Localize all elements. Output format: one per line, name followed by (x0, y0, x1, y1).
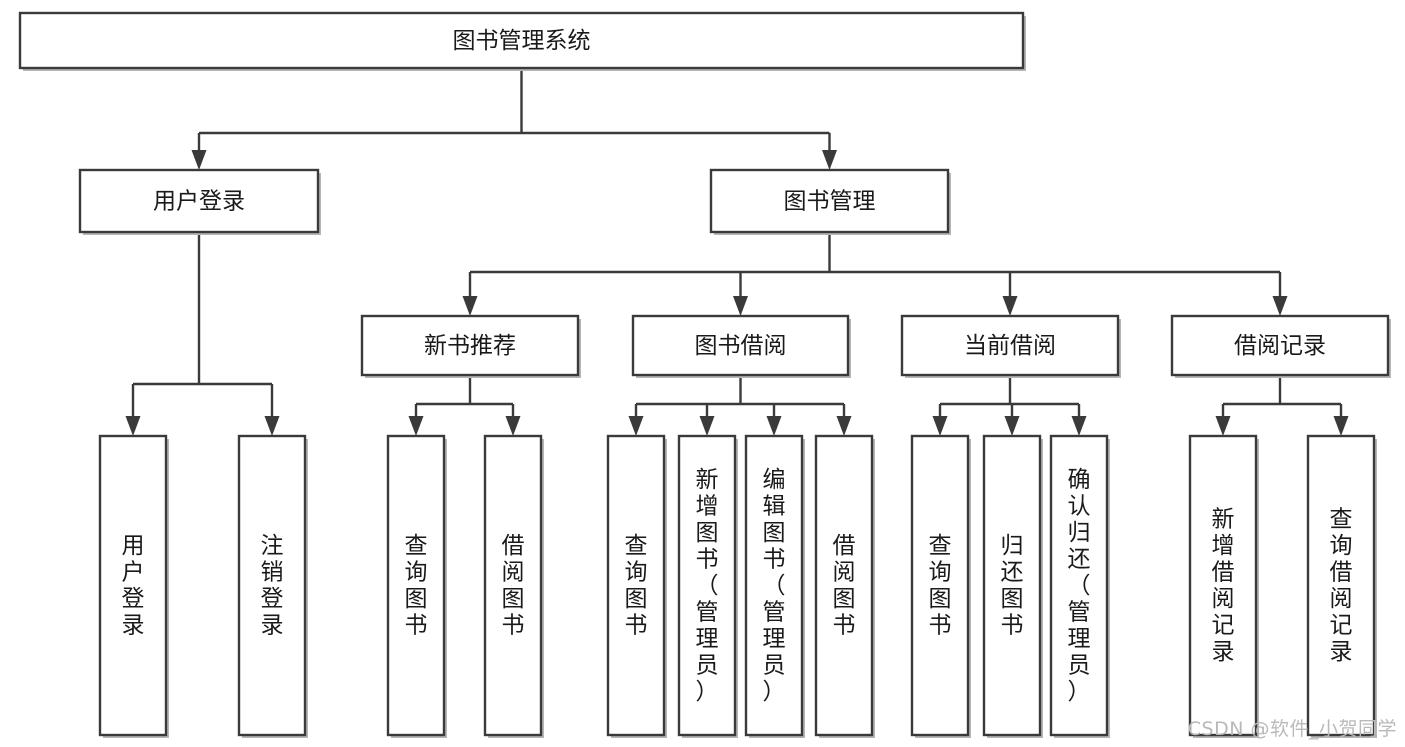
node-label: 新书推荐 (424, 333, 516, 359)
node-box (237, 434, 307, 737)
node-box (709, 168, 950, 234)
node-leaf-13[interactable]: 查询借阅记录 (1306, 434, 1377, 738)
node-leaf-9[interactable]: 查询图书 (910, 434, 971, 738)
node-label: 新增借阅记录 (1212, 507, 1235, 666)
node-box (98, 434, 168, 737)
node-box (1049, 434, 1109, 737)
node-label: 图书管理 (784, 189, 876, 215)
node-label: 查询图书 (929, 533, 952, 639)
node-box (1188, 434, 1258, 737)
node-box (360, 314, 580, 377)
node-label: 图书管理系统 (453, 28, 591, 54)
node-label: 图书借阅 (695, 333, 787, 359)
node-label: 用户登录 (153, 189, 245, 215)
node-box (900, 314, 1120, 377)
node-leaf-3[interactable]: 查询图书 (386, 434, 447, 738)
node-layer: 图书管理系统用户登录图书管理新书推荐图书借阅当前借阅借阅记录用户登录注销登录查询… (18, 11, 1391, 738)
node-leaf-4[interactable]: 借阅图书 (483, 434, 544, 738)
node-label: 归还图书 (1001, 533, 1024, 639)
connector-root (191, 68, 837, 170)
node-box (1170, 314, 1390, 377)
node-leaf-8[interactable]: 借阅图书 (814, 434, 875, 738)
node-label: 当前借阅 (964, 333, 1056, 359)
node-box (78, 168, 320, 234)
node-box (483, 434, 543, 737)
node-bookmgmt[interactable]: 图书管理 (709, 168, 951, 235)
connector-layer (125, 68, 1349, 436)
node-leaf-2[interactable]: 注销登录 (237, 434, 308, 738)
node-label: 借阅图书 (502, 533, 525, 639)
node-label: 借阅图书 (833, 533, 856, 639)
node-root[interactable]: 图书管理系统 (18, 11, 1026, 71)
node-box (631, 314, 850, 377)
connector-newbook (408, 375, 521, 436)
node-label: 编辑图书（管理员） (763, 467, 786, 705)
connector-current (932, 375, 1087, 436)
connector-login (125, 232, 280, 436)
node-login[interactable]: 用户登录 (78, 168, 321, 235)
node-box (744, 434, 804, 737)
node-box (1306, 434, 1376, 737)
node-label: 确认归还（管理员） (1068, 467, 1091, 705)
node-label: 新增图书（管理员） (696, 467, 719, 705)
node-box (677, 434, 737, 737)
node-leaf-11[interactable]: 确认归还（管理员） (1049, 434, 1110, 738)
node-box (910, 434, 970, 737)
node-current[interactable]: 当前借阅 (900, 314, 1121, 378)
node-box (18, 11, 1025, 70)
node-leaf-6[interactable]: 新增图书（管理员） (677, 434, 738, 738)
node-leaf-5[interactable]: 查询图书 (606, 434, 667, 738)
node-label: 查询图书 (405, 533, 428, 639)
node-label: 查询图书 (625, 533, 648, 639)
node-record[interactable]: 借阅记录 (1170, 314, 1391, 378)
node-box (386, 434, 446, 737)
node-box (814, 434, 874, 737)
node-box (982, 434, 1042, 737)
node-leaf-10[interactable]: 归还图书 (982, 434, 1043, 738)
connector-borrow (628, 375, 852, 436)
connector-record (1215, 375, 1349, 436)
node-label: 借阅记录 (1234, 333, 1326, 359)
connector-bookmgmt (462, 232, 1288, 316)
node-box (606, 434, 666, 737)
node-leaf-12[interactable]: 新增借阅记录 (1188, 434, 1259, 738)
node-label: 注销登录 (261, 533, 284, 639)
node-newbook[interactable]: 新书推荐 (360, 314, 581, 378)
node-label: 用户登录 (122, 533, 145, 639)
node-borrow[interactable]: 图书借阅 (631, 314, 851, 378)
node-leaf-1[interactable]: 用户登录 (98, 434, 169, 738)
node-label: 查询借阅记录 (1330, 507, 1353, 666)
node-leaf-7[interactable]: 编辑图书（管理员） (744, 434, 805, 738)
